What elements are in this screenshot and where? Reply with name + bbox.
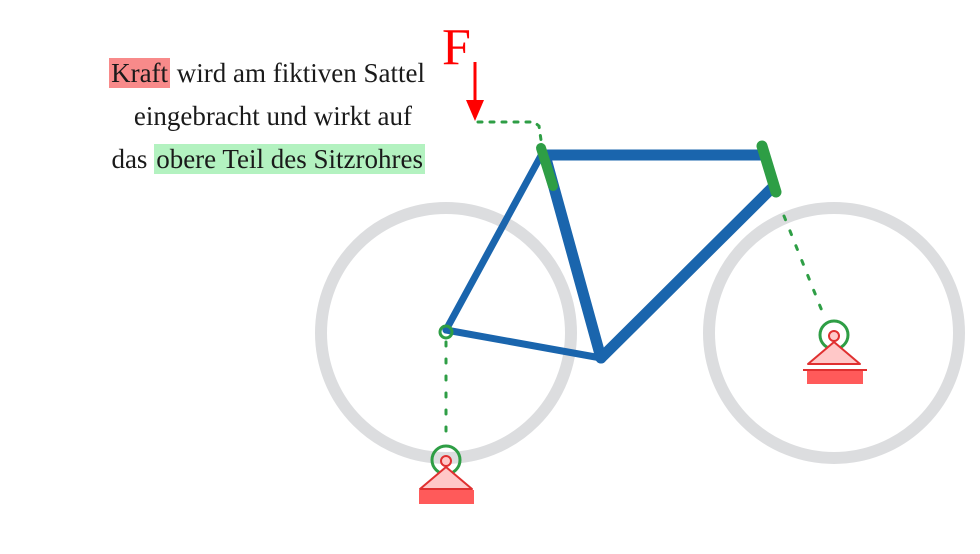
caption-line-1: Kraft wird am fiktiven Sattel — [0, 52, 425, 95]
front-wheel — [703, 202, 965, 464]
caption-line-3: das obere Teil des Sitzrohres — [0, 138, 425, 181]
force-coupling-line — [476, 120, 543, 142]
seat-tube-top-highlight — [536, 143, 558, 191]
front-coupling-line — [782, 214, 826, 318]
force-arrow-icon — [466, 62, 484, 121]
front-support-icon — [803, 319, 867, 384]
seat-stay — [442, 148, 547, 334]
rear-support-icon — [419, 444, 474, 504]
caption-line-1-text: wird am fiktiven Sattel — [170, 58, 425, 88]
caption-line-3-prefix: das — [111, 144, 155, 174]
caption-highlight-kraft: Kraft — [109, 58, 171, 88]
caption: Kraft wird am fiktiven Sattel eingebrach… — [0, 52, 425, 181]
rear-axle-node — [438, 324, 454, 340]
head-tube-highlight — [756, 140, 782, 198]
bicycle-frame — [442, 148, 778, 364]
caption-line-2: eingebracht und wirkt auf — [133, 101, 412, 131]
down-tube — [595, 182, 778, 364]
chain-stay — [442, 326, 605, 362]
force-label: F — [442, 19, 471, 76]
caption-highlight-seat-tube: obere Teil des Sitzrohres — [154, 144, 425, 174]
